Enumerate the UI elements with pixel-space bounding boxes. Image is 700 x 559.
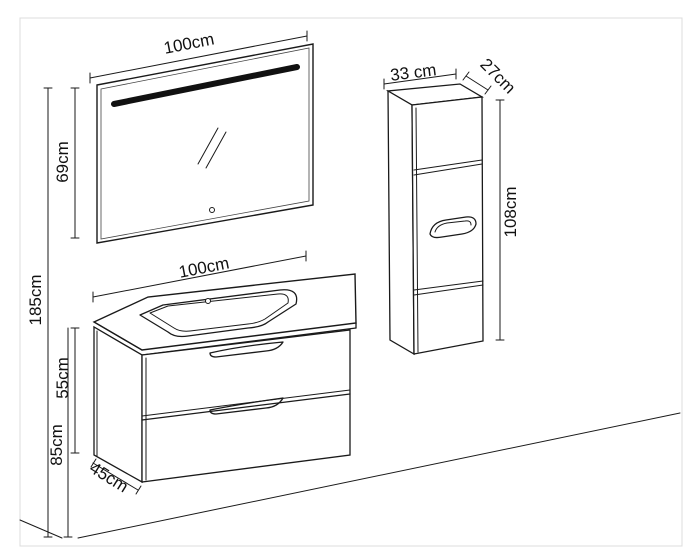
image-frame <box>19 17 683 547</box>
tall-cabinet <box>385 83 484 356</box>
cabinet-width-label: 33 cm <box>389 60 437 85</box>
cabinet-width-dimension: 33 cm <box>383 60 457 90</box>
mirror-led-strip <box>111 64 300 107</box>
led-mirror <box>96 43 314 244</box>
cabinet-height-dimension: 108cm <box>495 99 520 341</box>
vanity-unit <box>92 273 357 484</box>
vanity-floor-height-label: 85cm <box>47 424 66 466</box>
vanity-floor-height-dimension: 85cm <box>47 327 73 538</box>
top-drawer-handle <box>209 341 284 358</box>
sensor-dot-icon <box>209 207 215 213</box>
total-height-label: 185cm <box>26 274 45 325</box>
vanity-height-label: 55cm <box>53 357 72 399</box>
reflection-mark-icon <box>197 127 227 169</box>
total-height-dimension: 185cm <box>26 87 53 538</box>
mirror-height-label: 69cm <box>53 141 72 183</box>
tap-hole-icon <box>205 298 211 304</box>
mirror-height-dimension: 69cm <box>53 87 80 239</box>
cabinet-door-handle <box>429 216 477 239</box>
cabinet-depth-label: 27cm <box>476 55 519 98</box>
cabinet-height-label: 108cm <box>501 186 520 237</box>
vanity-width-label: 100cm <box>177 253 231 281</box>
sink-basin <box>139 289 298 338</box>
vanity-height-dimension: 55cm <box>53 327 80 454</box>
floor-lines <box>19 412 681 539</box>
mirror-width-label: 100cm <box>162 29 216 57</box>
bottom-drawer-handle <box>209 397 284 415</box>
